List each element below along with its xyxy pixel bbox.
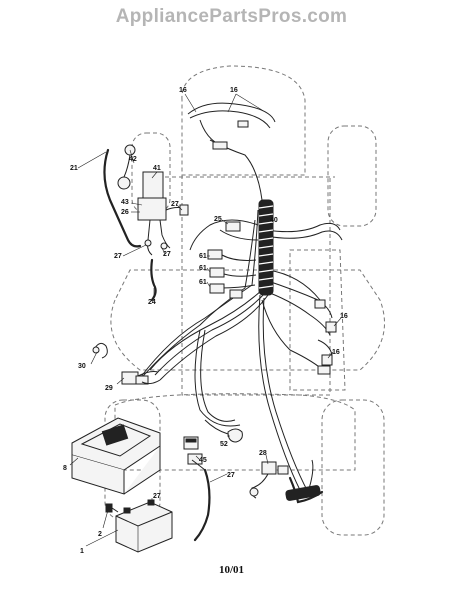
- leader-lines: [69, 93, 342, 547]
- callout-28: 27: [227, 472, 235, 479]
- revision-date: 10/01: [218, 564, 245, 576]
- ignition-area: [103, 144, 189, 256]
- watermark: AppliancePartsPros.com: [115, 6, 348, 27]
- callout-27-a: 26: [121, 209, 129, 216]
- callout-27-b: 27: [171, 201, 179, 208]
- callout-30: 29: [105, 385, 113, 392]
- right-connectors: [314, 299, 337, 375]
- wire-wrap-coil: [258, 199, 274, 296]
- battery: [105, 499, 173, 553]
- ground-strap: [92, 342, 108, 359]
- callout-16-a: 16: [340, 313, 348, 320]
- callout-27-e: 27: [153, 493, 161, 500]
- callout-61-b: 61: [199, 265, 207, 272]
- callout-22: 16: [230, 87, 238, 94]
- callout-8: 8: [63, 465, 67, 472]
- callout-29: 28: [259, 450, 267, 457]
- callout-21: 16: [179, 87, 187, 94]
- callout-41: 41: [153, 165, 161, 172]
- callout-2: 2: [98, 531, 102, 538]
- callout-24: 21: [70, 165, 78, 172]
- main-harness: [137, 199, 343, 493]
- callout-1: 1: [80, 548, 84, 555]
- callout-26: 25: [214, 216, 222, 223]
- callout-43: 43: [121, 199, 129, 206]
- cable-25: [150, 258, 157, 302]
- tractor-outline: [104, 65, 385, 536]
- callout-52: 52: [220, 441, 228, 448]
- switch-connectors: [207, 221, 243, 299]
- seat-switch-area: [183, 419, 243, 542]
- callout-25: 24: [148, 299, 156, 306]
- connector-30: [121, 371, 161, 385]
- callout-61-c: 61: [199, 279, 207, 286]
- callout-40: 40: [270, 217, 278, 224]
- callout-labels: 16 16 21 42 41 43 26 27 25 40 27 27 61 6…: [63, 87, 348, 555]
- callout-45: 45: [199, 457, 207, 464]
- pto-switch-area: [249, 459, 324, 504]
- callout-27-d: 27: [163, 251, 171, 258]
- callout-16-b: 16: [332, 349, 340, 356]
- battery-box: [71, 417, 161, 495]
- callout-42: 42: [129, 156, 137, 163]
- callout-61-a: 61: [199, 253, 207, 260]
- callout-27-c: 27: [114, 253, 122, 260]
- headlight-harness: [187, 102, 276, 201]
- callout-33: 30: [78, 363, 86, 370]
